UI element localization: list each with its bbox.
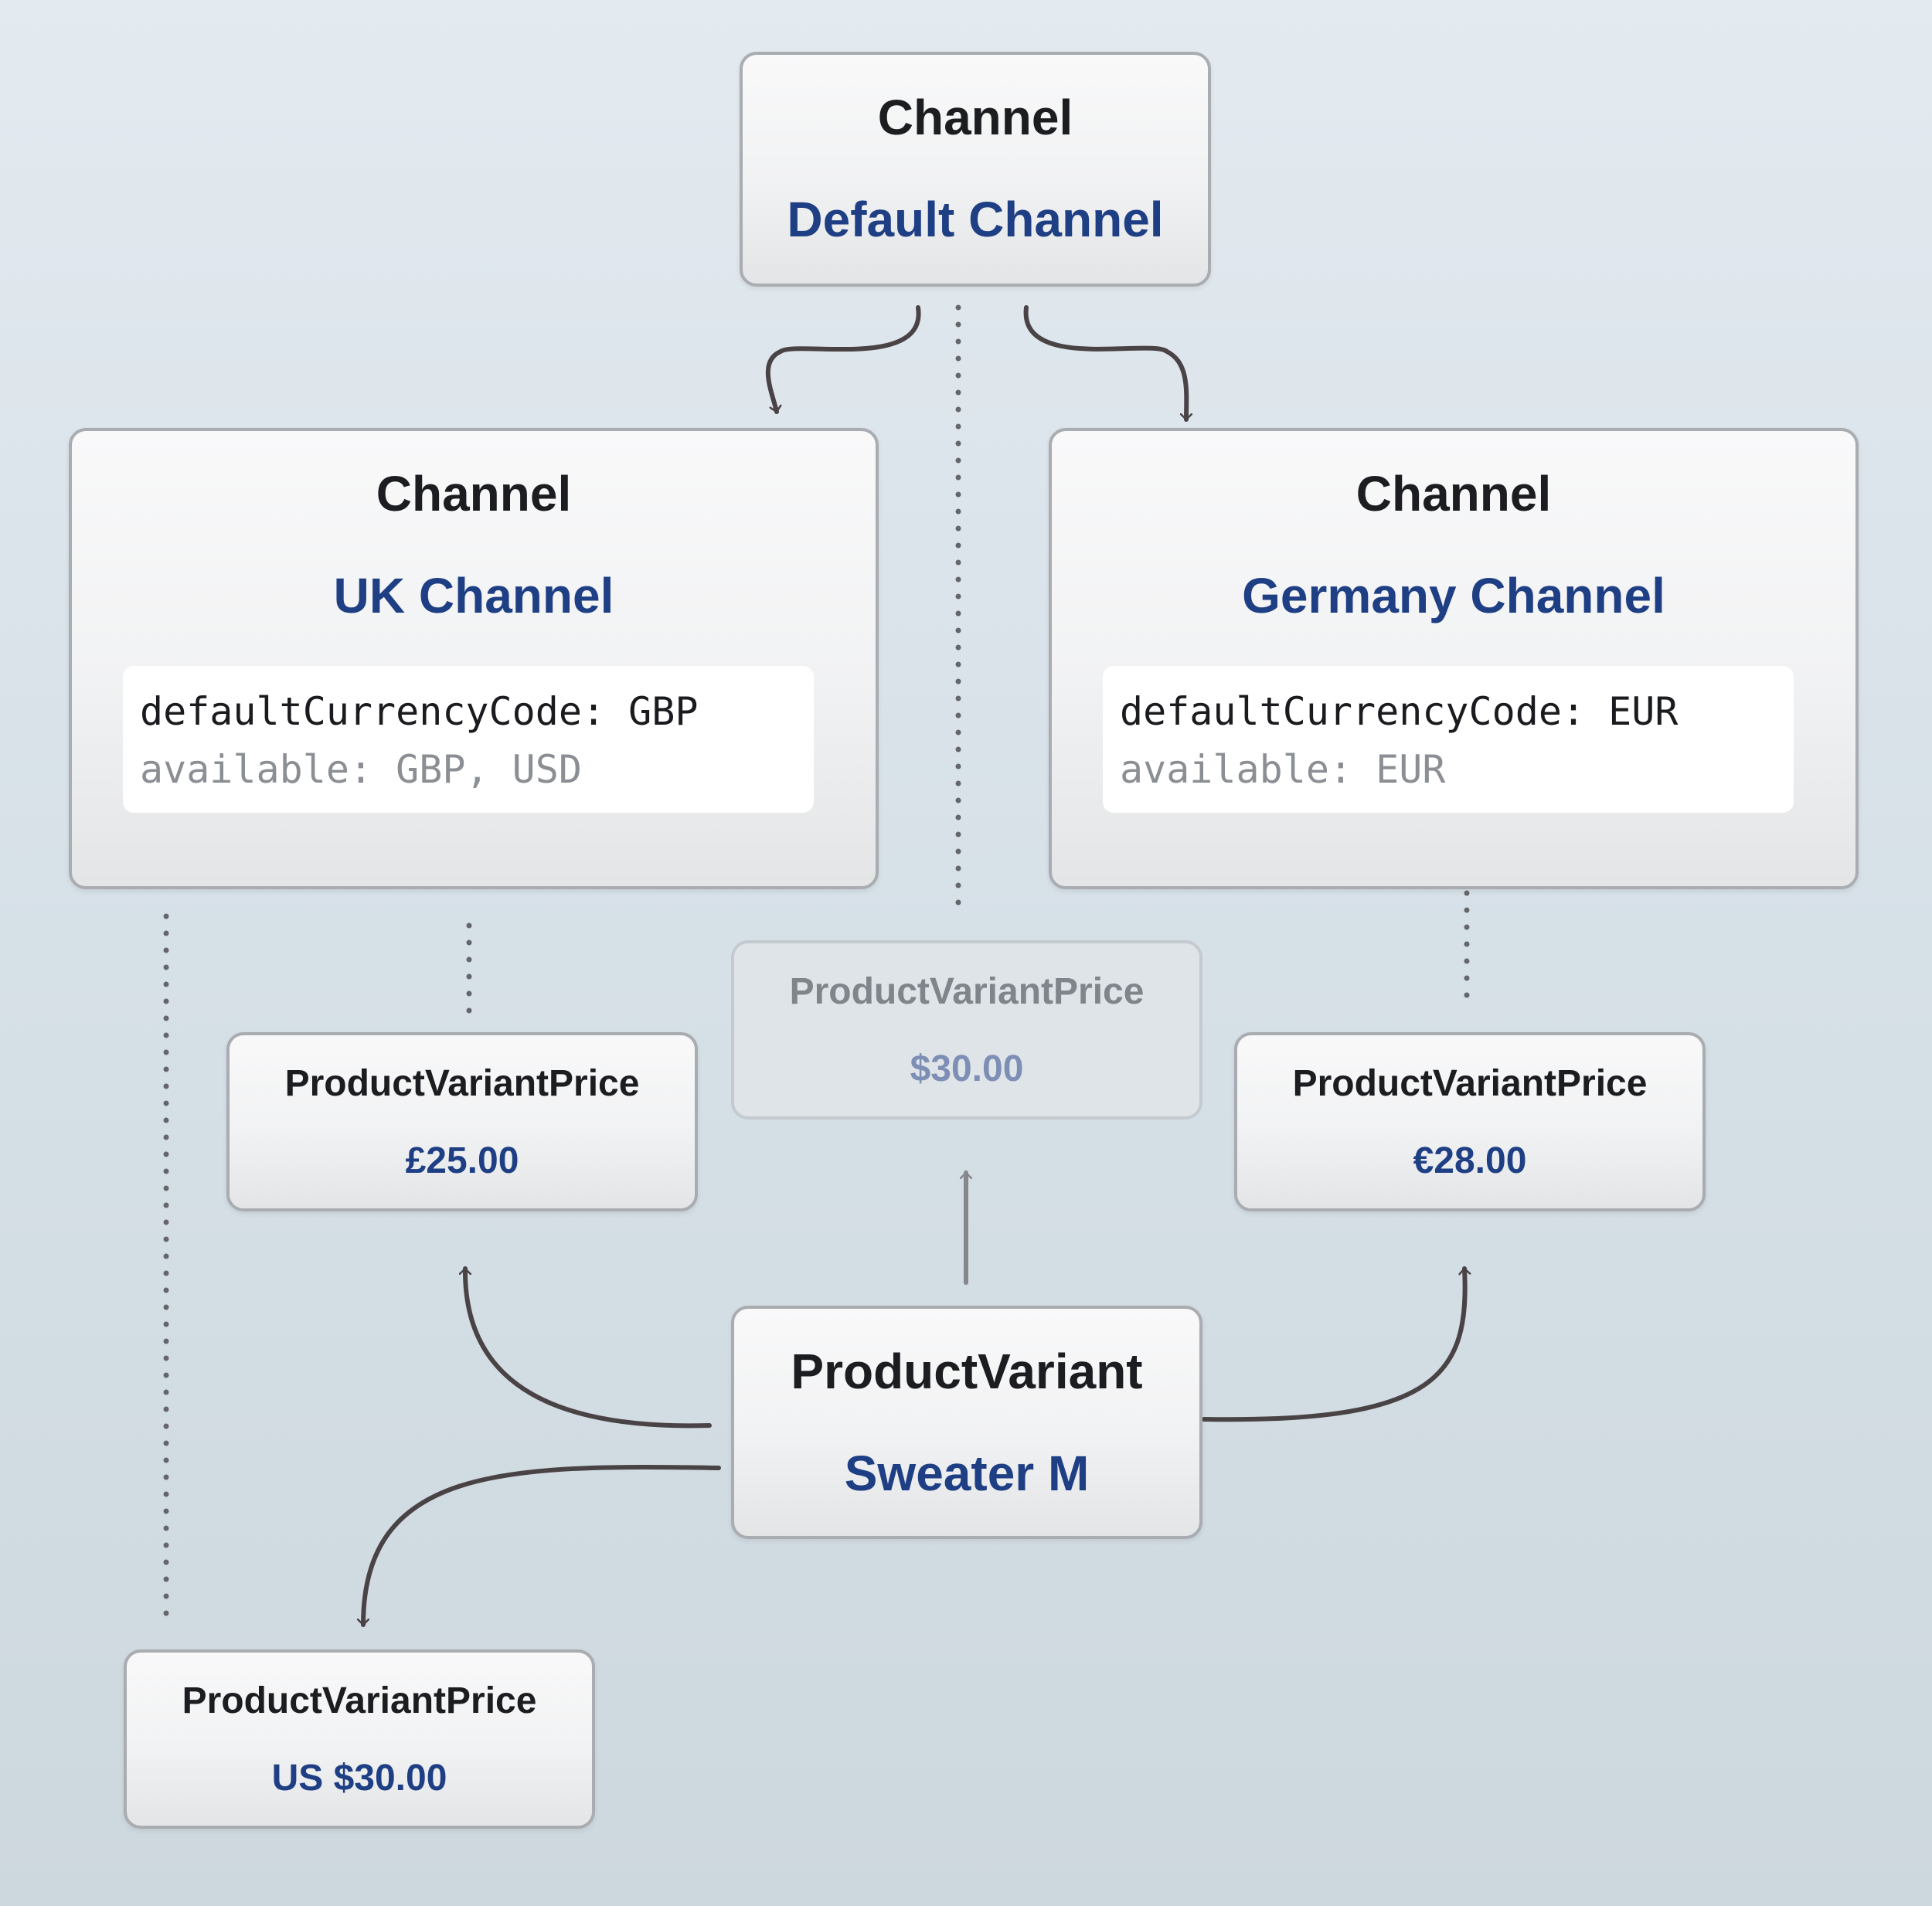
arrow-default-to-germany: [1023, 305, 1187, 422]
default-currency-code: defaultCurrencyCode: GBP: [140, 689, 699, 734]
uk-channel-node[interactable]: Channel UK Channel defaultCurrencyCode: …: [69, 428, 879, 889]
node-name: Germany Channel: [1242, 568, 1665, 623]
node-type-label: Channel: [376, 466, 572, 522]
default-channel-node[interactable]: Channel Default Channel: [740, 52, 1211, 287]
available-currencies: available: EUR: [1120, 747, 1446, 792]
node-type-label: ProductVariant: [791, 1344, 1143, 1399]
price-value: $30.00: [910, 1048, 1024, 1089]
node-name: Sweater M: [844, 1446, 1090, 1501]
price-value: €28.00: [1413, 1140, 1527, 1181]
arrow-default-to-uk: [765, 305, 921, 414]
price-value: US $30.00: [271, 1758, 447, 1799]
node-type-label: ProductVariantPrice: [284, 1063, 640, 1104]
node-name: Default Channel: [787, 192, 1164, 247]
node-type-label: ProductVariantPrice: [1292, 1063, 1648, 1104]
currency-config-box: defaultCurrencyCode: GBP available: GBP,…: [123, 666, 814, 813]
node-type-label: Channel: [1355, 466, 1552, 522]
eur-price-node[interactable]: ProductVariantPrice €28.00: [1234, 1032, 1706, 1211]
default-price-node[interactable]: ProductVariantPrice $30.00: [731, 940, 1202, 1119]
product-variant-node[interactable]: ProductVariant Sweater M: [731, 1306, 1202, 1539]
node-name: UK Channel: [333, 568, 614, 623]
available-currencies: available: GBP, USD: [140, 747, 582, 792]
gbp-price-node[interactable]: ProductVariantPrice £25.00: [226, 1032, 698, 1211]
node-type-label: ProductVariantPrice: [182, 1680, 537, 1721]
arrow-variant-to-usd-price: [363, 1464, 721, 1627]
usd-price-node[interactable]: ProductVariantPrice US $30.00: [124, 1649, 595, 1829]
node-type-label: Channel: [877, 90, 1073, 145]
currency-config-box: defaultCurrencyCode: EUR available: EUR: [1103, 666, 1794, 813]
arrow-variant-to-eur-price: [1202, 1266, 1465, 1422]
default-currency-code: defaultCurrencyCode: EUR: [1120, 689, 1679, 734]
arrow-variant-to-gbp-price: [465, 1266, 712, 1429]
price-value: £25.00: [405, 1140, 519, 1181]
node-type-label: ProductVariantPrice: [789, 971, 1145, 1012]
germany-channel-node[interactable]: Channel Germany Channel defaultCurrencyC…: [1049, 428, 1859, 889]
